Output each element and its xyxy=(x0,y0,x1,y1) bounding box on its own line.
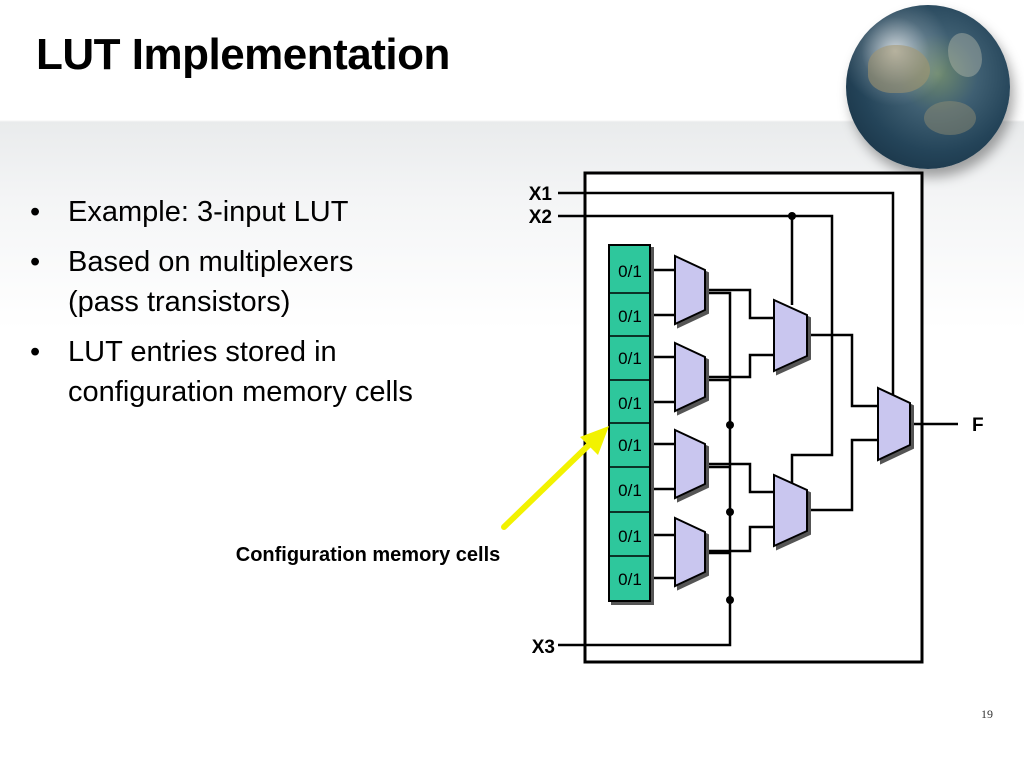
bullet-item: • LUT entries stored in configuration me… xyxy=(30,332,413,412)
mux-level1 xyxy=(674,516,706,588)
mux-level2 xyxy=(773,473,808,548)
bullet-symbol: • xyxy=(30,196,41,228)
memory-cell: 0/1 xyxy=(618,570,642,589)
output-label: F xyxy=(972,415,984,436)
junction-dot xyxy=(726,421,734,429)
junctions xyxy=(726,212,796,604)
wire-mux xyxy=(705,353,774,379)
bullet-list: • Example: 3-input LUT • Based on multip… xyxy=(30,192,413,422)
bullet-item: • Based on multiplexers (pass transistor… xyxy=(30,242,413,322)
slide-title: LUT Implementation xyxy=(36,30,450,79)
callout-arrow xyxy=(501,426,609,530)
wire-x1 xyxy=(558,191,895,402)
wire-x3 xyxy=(558,291,732,647)
bullet-item: • Example: 3-input LUT xyxy=(30,192,413,232)
input-label-x1: X1 xyxy=(529,184,553,205)
memory-cell: 0/1 xyxy=(618,394,642,413)
junction-dot xyxy=(726,596,734,604)
mux-level1 xyxy=(674,254,706,326)
mux-level1 xyxy=(674,341,706,413)
mux-output xyxy=(877,386,911,462)
memory-cell: 0/1 xyxy=(618,307,642,326)
memory-cell: 0/1 xyxy=(618,349,642,368)
memory-cell: 0/1 xyxy=(618,436,642,455)
memory-cell: 0/1 xyxy=(618,481,642,500)
bullet-symbol: • xyxy=(30,336,41,368)
wire-mux xyxy=(705,462,774,494)
mux-tree xyxy=(674,254,911,588)
memory-cell: 0/1 xyxy=(618,262,642,281)
bullet-text: configuration memory cells xyxy=(68,376,413,408)
junction-dot xyxy=(726,508,734,516)
bullet-text: Example: 3-input LUT xyxy=(68,196,349,228)
bullet-symbol: • xyxy=(30,246,41,278)
globe-landmass xyxy=(868,45,930,93)
mux-level1 xyxy=(674,428,706,500)
page-number: 19 xyxy=(981,707,993,721)
input-label-x3: X3 xyxy=(532,637,555,658)
bullet-text: Based on multiplexers xyxy=(68,246,354,278)
wire-mux xyxy=(705,288,774,320)
wire-x2-branch xyxy=(790,214,834,486)
junction-dot xyxy=(788,212,796,220)
globe-image xyxy=(846,5,1010,169)
wire-mux xyxy=(705,525,774,553)
memory-cell-column: 0/1 0/1 0/1 0/1 0/1 0/1 0/1 0/1 xyxy=(608,244,651,602)
globe-landmass xyxy=(924,101,976,135)
callout-label: Configuration memory cells xyxy=(235,544,501,566)
wire-mux xyxy=(807,333,878,408)
bullet-text: LUT entries stored in xyxy=(68,336,337,368)
input-label-x2: X2 xyxy=(529,207,552,228)
bullet-text: (pass transistors) xyxy=(68,286,291,318)
mux-level2 xyxy=(773,298,808,373)
memory-cell: 0/1 xyxy=(618,527,642,546)
wire-mux xyxy=(807,438,878,512)
globe-cloud xyxy=(948,33,982,77)
